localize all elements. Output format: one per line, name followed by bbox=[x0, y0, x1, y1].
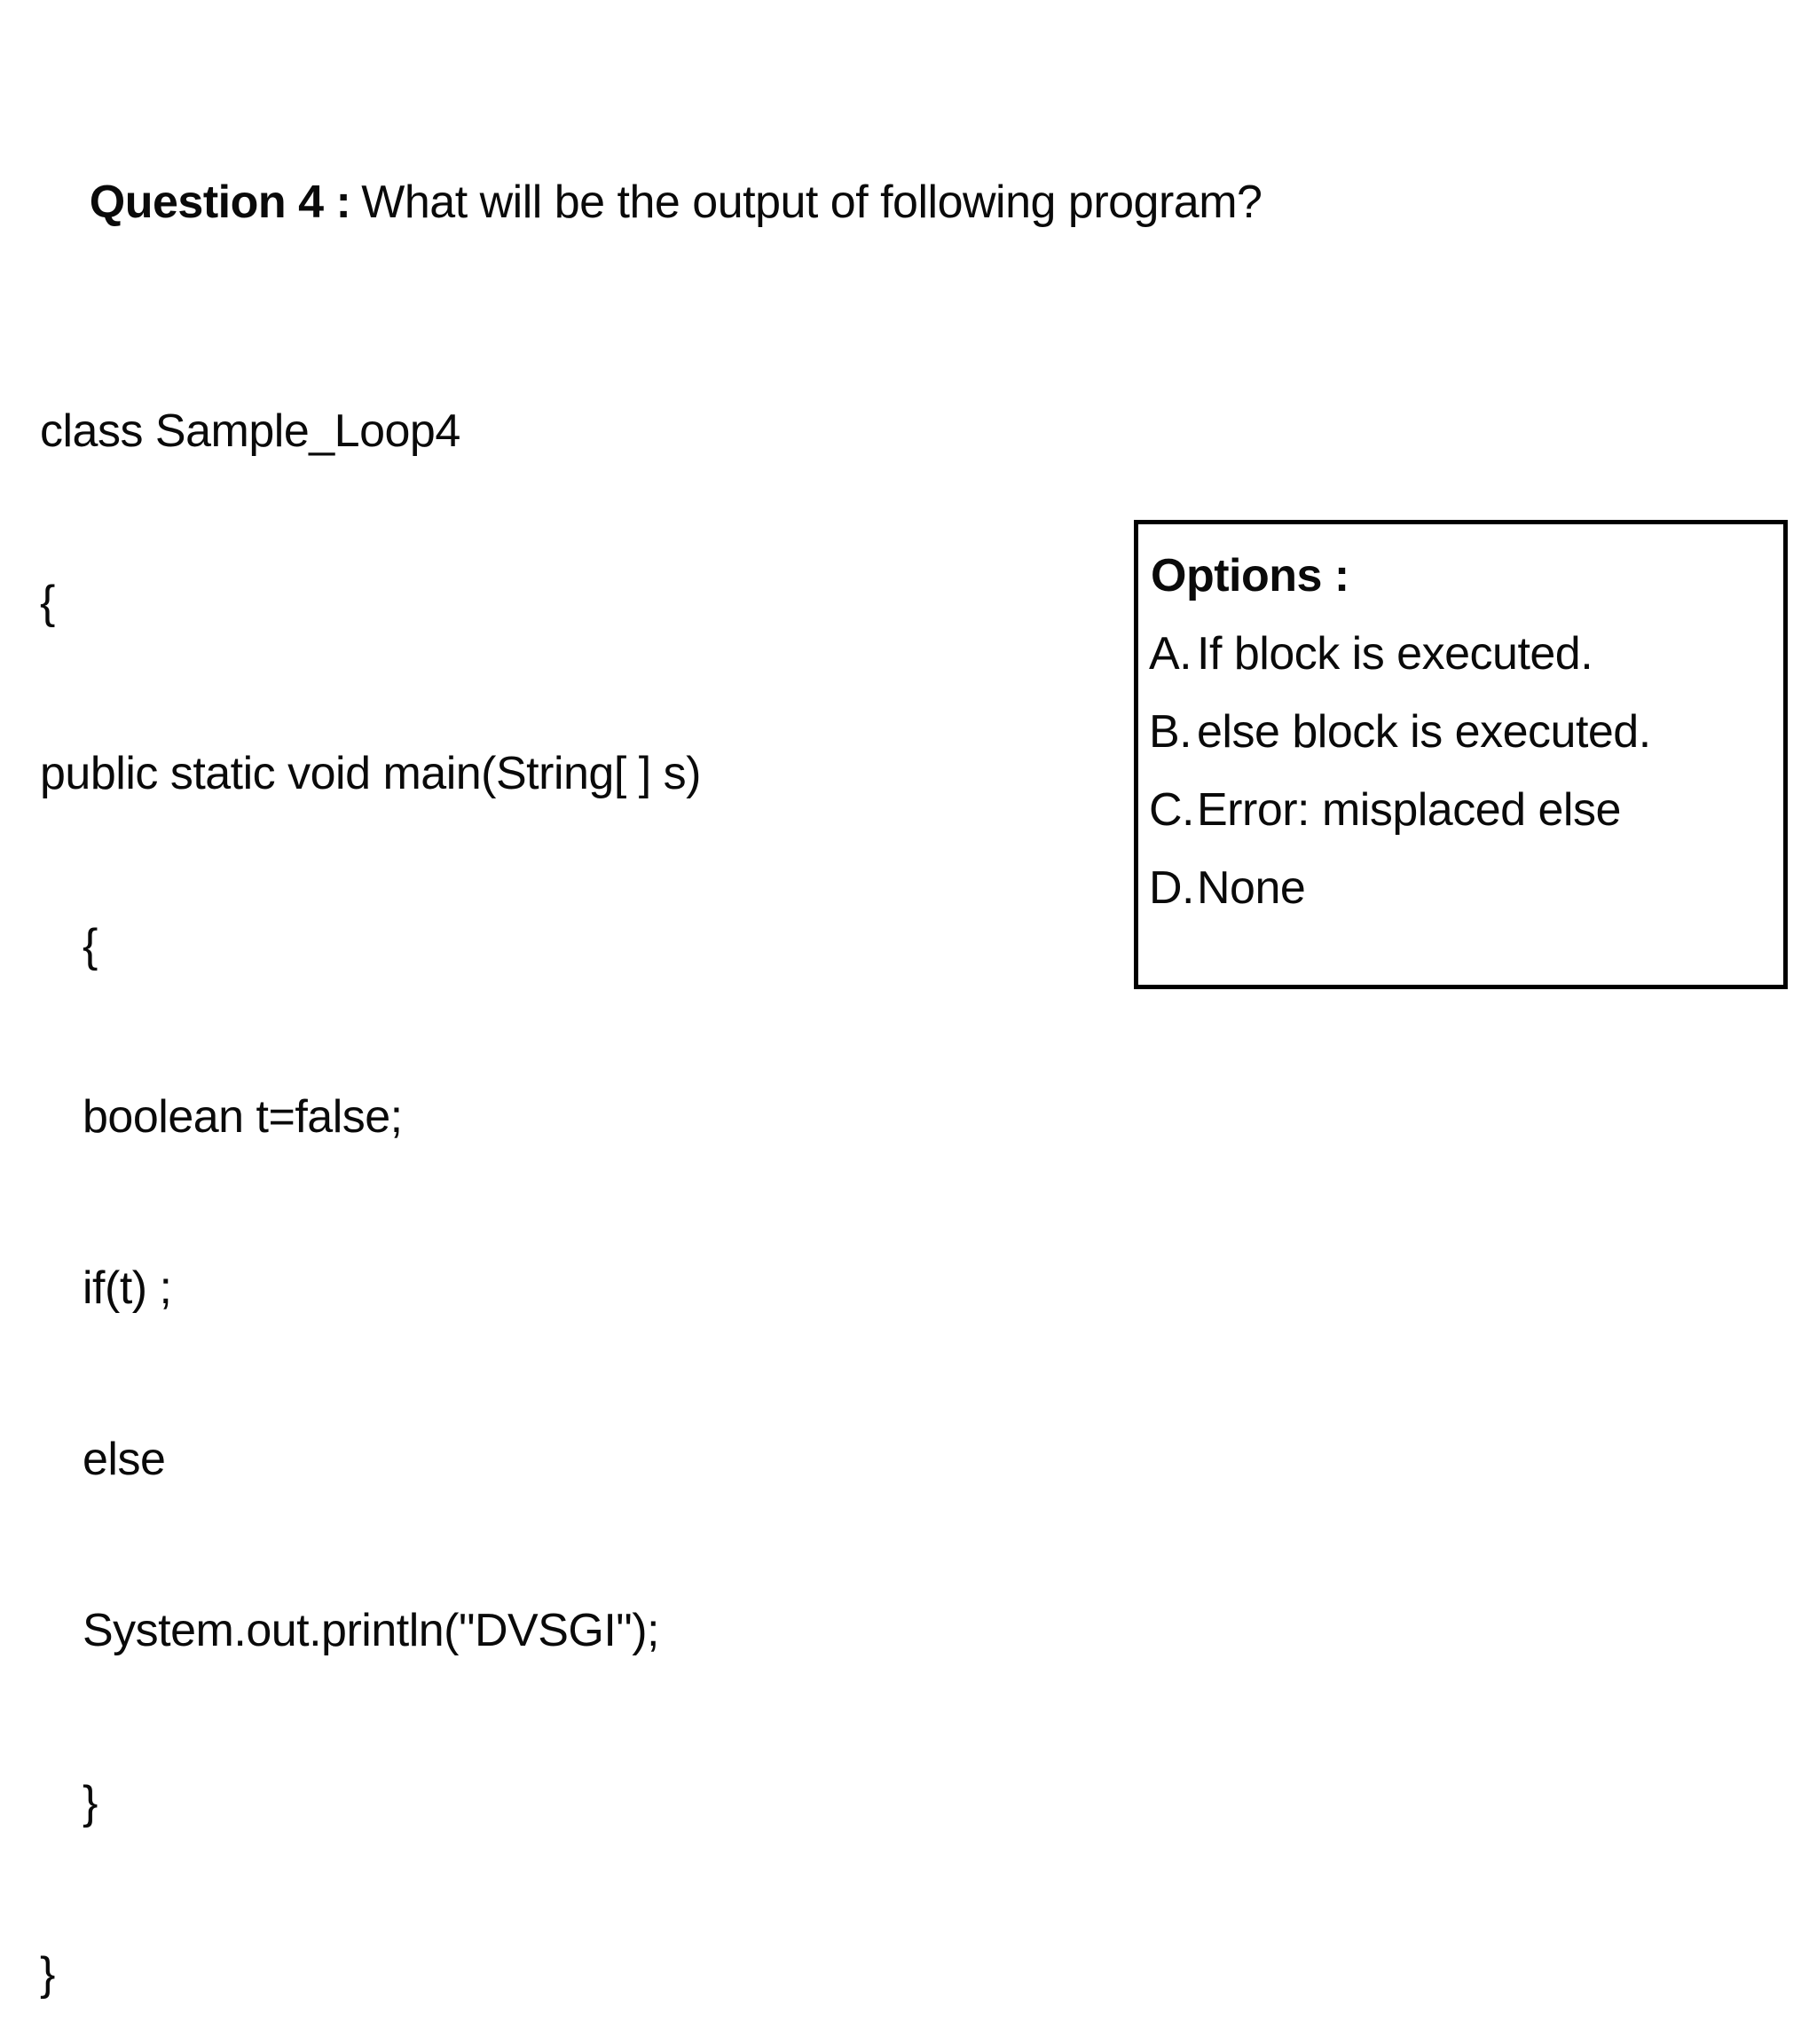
question-prompt: What will be the output of following pro… bbox=[361, 177, 1262, 229]
option-c-text: Error: misplaced else bbox=[1197, 784, 1621, 836]
question-area: Question 4 :What will be the output of f… bbox=[40, 3, 1262, 2044]
option-b: B.else block is executed. bbox=[1149, 704, 1783, 760]
option-b-text: else block is executed. bbox=[1197, 706, 1651, 758]
option-a: A.If block is executed. bbox=[1149, 625, 1783, 682]
code-line: { bbox=[83, 919, 98, 971]
option-d: D.None bbox=[1149, 860, 1783, 916]
options-panel-title: Options : bbox=[1151, 550, 1349, 601]
option-a-label: A. bbox=[1149, 628, 1192, 680]
code-line: boolean t=false; bbox=[83, 1090, 403, 1143]
question-title: Question 4 :What will be the output of f… bbox=[40, 117, 1262, 288]
option-d-label: D. bbox=[1149, 862, 1195, 914]
option-d-text: None bbox=[1197, 862, 1306, 914]
question-number-label: Question 4 : bbox=[89, 177, 351, 229]
code-line: public static void main(String[ ] s) bbox=[40, 748, 701, 800]
code-line: } bbox=[83, 1776, 98, 1828]
option-c-label: C. bbox=[1149, 784, 1195, 836]
code-line: else bbox=[83, 1434, 166, 1486]
options-panel: Options : A.If block is executed. B.else… bbox=[1134, 520, 1788, 989]
code-line: System.out.println("DVSGI"); bbox=[83, 1605, 660, 1657]
option-a-text: If block is executed. bbox=[1197, 628, 1593, 680]
code-line: class Sample_Loop4 bbox=[40, 405, 460, 457]
code-line: { bbox=[40, 577, 55, 629]
code-line: } bbox=[40, 1947, 55, 2000]
option-b-label: B. bbox=[1149, 706, 1192, 758]
option-c: C.Error: misplaced else bbox=[1149, 782, 1783, 838]
code-line: if(t) ; bbox=[83, 1262, 172, 1314]
